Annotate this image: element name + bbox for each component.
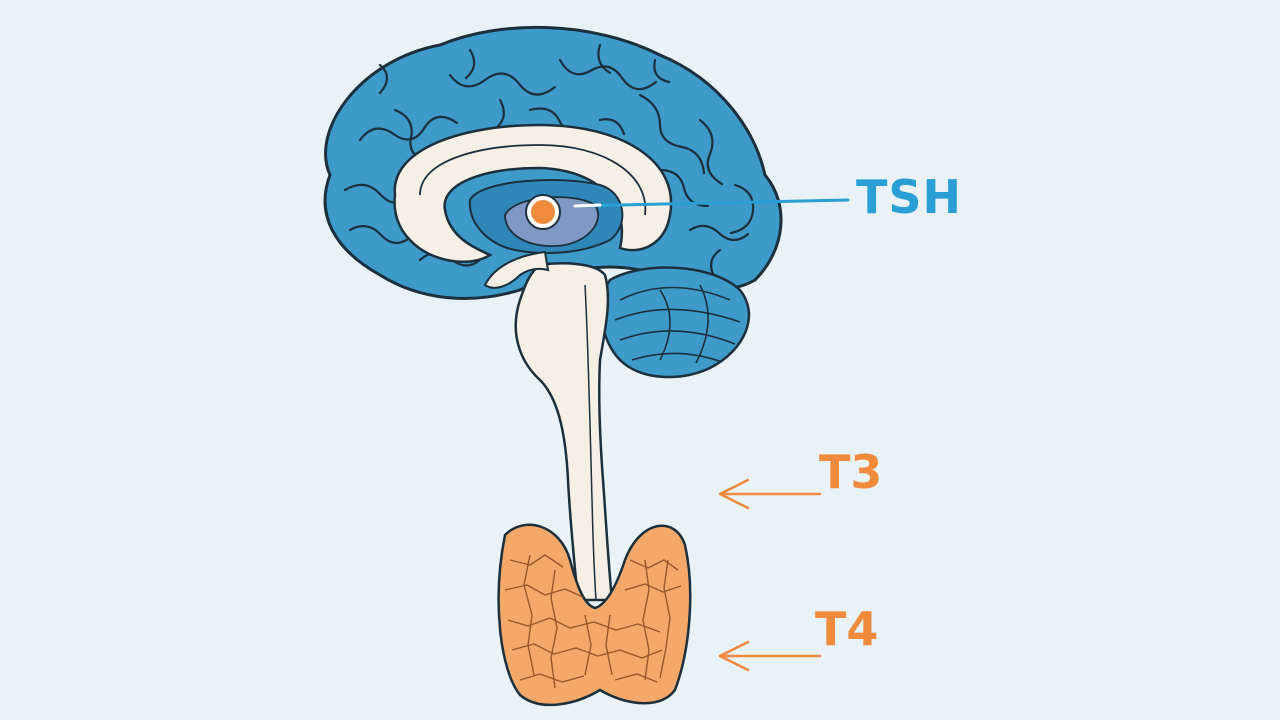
thyroid-texture — [504, 554, 682, 689]
tsh-label: TSH — [856, 170, 963, 224]
thyroid-shape — [497, 523, 692, 707]
tsh-pointer-line — [573, 198, 850, 208]
cerebellum-illustration — [600, 266, 751, 379]
cerebellum-folds — [614, 284, 741, 364]
brainstem-inner-line — [584, 284, 597, 601]
cerebellum-shape — [600, 266, 751, 379]
tsh-pointer-highlight — [573, 203, 602, 208]
t3-label: T3 — [819, 445, 883, 499]
t4-arrow-icon — [718, 640, 822, 672]
t3-arrow-icon — [718, 478, 822, 510]
thyroid-gland-illustration — [497, 523, 692, 707]
t4-label: T4 — [815, 602, 879, 656]
callosum-inner-line — [419, 144, 647, 216]
pituitary-stalk — [483, 250, 550, 289]
brain-illustration — [323, 25, 783, 300]
pituitary-gland-dot — [525, 194, 561, 230]
